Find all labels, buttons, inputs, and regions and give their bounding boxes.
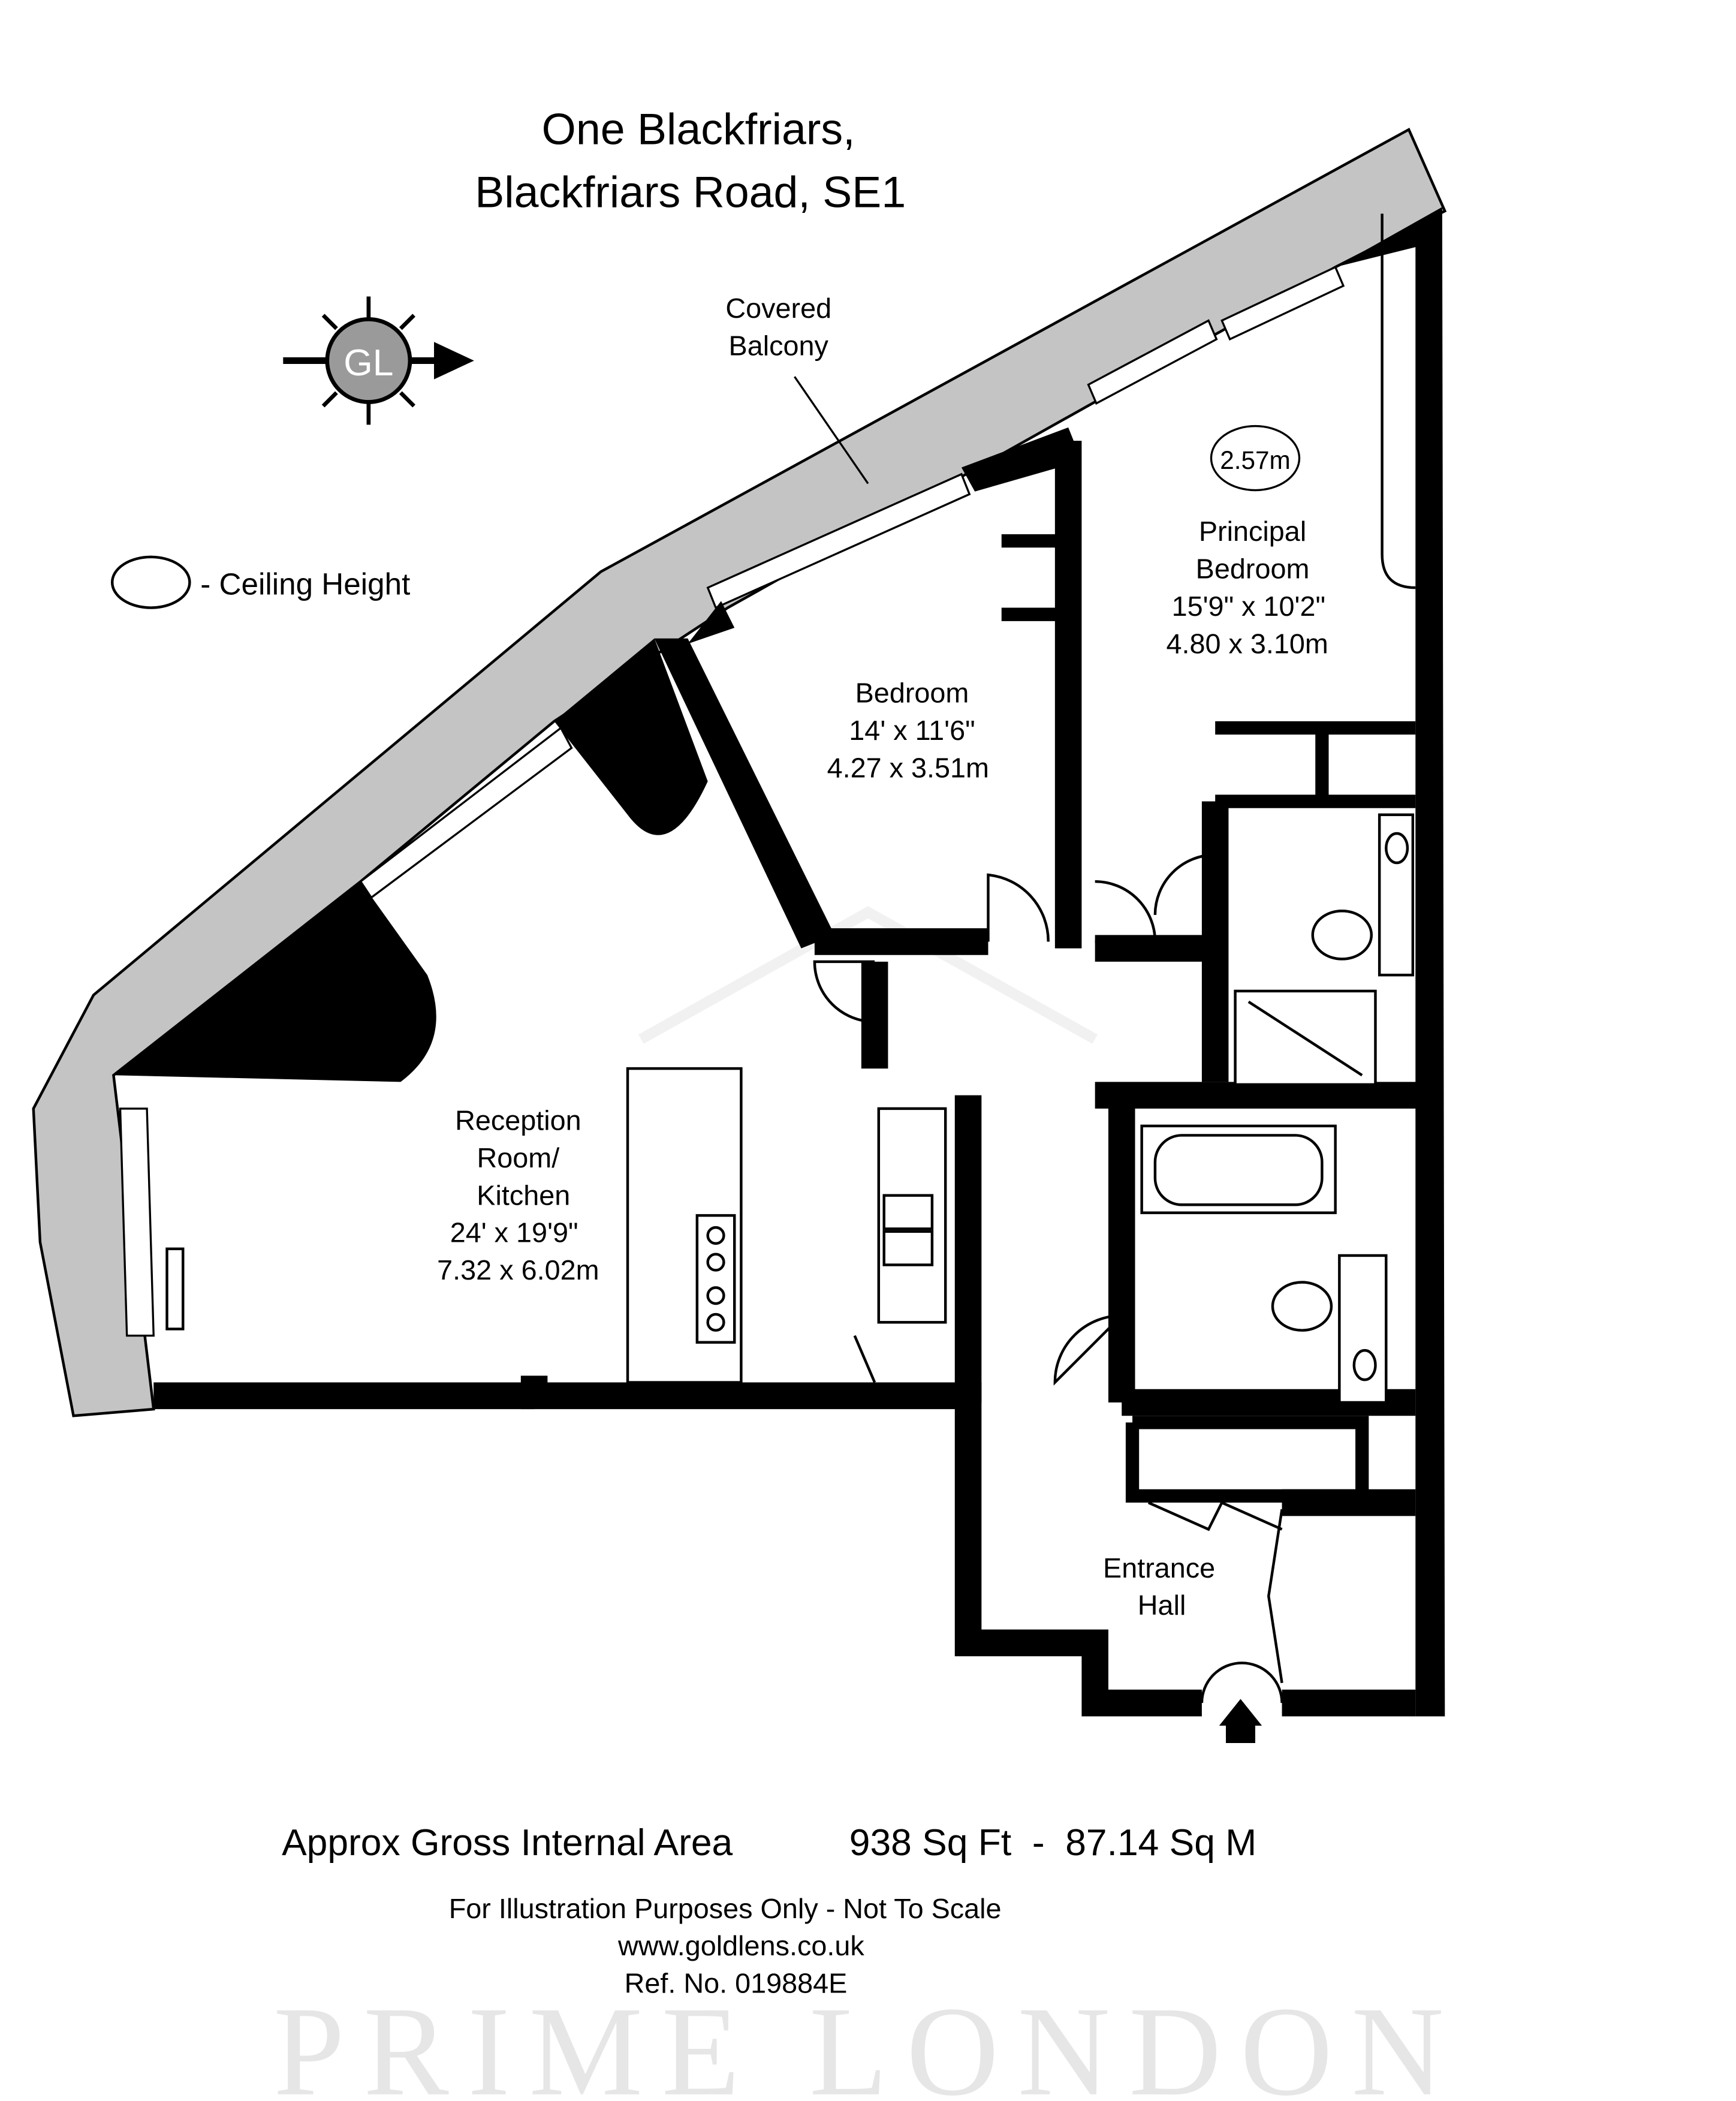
balcony-pointer [794, 376, 869, 484]
reference-number: Ref. No. 019884E [625, 1968, 848, 1999]
title-line-1: One Blackfriars, [542, 104, 855, 154]
balcony-label-line-1: Covered [725, 293, 831, 324]
reception-imperial: 24' x 19'9" [450, 1217, 578, 1248]
balcony-label-line-2: Balcony [729, 330, 829, 362]
thin-walls [1001, 534, 1416, 1503]
area-value: 938 Sq Ft - 87.14 Sq M [849, 1822, 1256, 1864]
principal-bedroom-metric: 4.80 x 3.10m [1166, 628, 1328, 659]
entrance-hall-name-1: Entrance [1103, 1552, 1215, 1584]
ceiling-height-legend-label: - Ceiling Height [200, 567, 410, 601]
principal-bedroom-name-1: Principal [1199, 516, 1306, 547]
walls [113, 207, 1445, 1717]
kitchen-fittings [165, 1067, 947, 1384]
door-swings [813, 853, 1283, 1703]
compass-sun-icon: GL [283, 296, 474, 425]
principal-bedroom-name-2: Bedroom [1196, 553, 1310, 585]
entrance-arrow-head [1219, 1699, 1262, 1726]
entrance-arrow-icon [1225, 1723, 1256, 1744]
ceiling-height-legend-icon [110, 555, 191, 609]
ceiling-height-value: 2.57m [1220, 446, 1291, 474]
reception-name-2: Room/ [477, 1142, 559, 1173]
reception-name-1: Reception [455, 1105, 581, 1136]
watermark: PRIME LONDON [273, 1980, 1463, 2101]
bathroom-fittings [1140, 213, 1416, 1404]
bedroom-metric: 4.27 x 3.51m [827, 752, 989, 783]
title-line-2: Blackfriars Road, SE1 [475, 167, 906, 216]
wall-lines [153, 441, 1422, 1717]
disclaimer: For Illustration Purposes Only - Not To … [449, 1893, 1002, 1924]
compass-label: GL [343, 342, 393, 384]
ceiling-height-badge [1210, 425, 1301, 492]
bedroom-name: Bedroom [855, 678, 969, 709]
watermark-roof [638, 906, 1098, 1044]
website: www.goldlens.co.uk [617, 1930, 864, 1961]
entrance-hall-name-2: Hall [1138, 1590, 1186, 1621]
reception-name-3: Kitchen [477, 1179, 570, 1211]
area-label: Approx Gross Internal Area [282, 1822, 733, 1864]
principal-bedroom-imperial: 15'9" x 10'2" [1172, 591, 1325, 622]
reception-metric: 7.32 x 6.02m [437, 1254, 599, 1286]
bedroom-imperial: 14' x 11'6" [849, 715, 975, 746]
